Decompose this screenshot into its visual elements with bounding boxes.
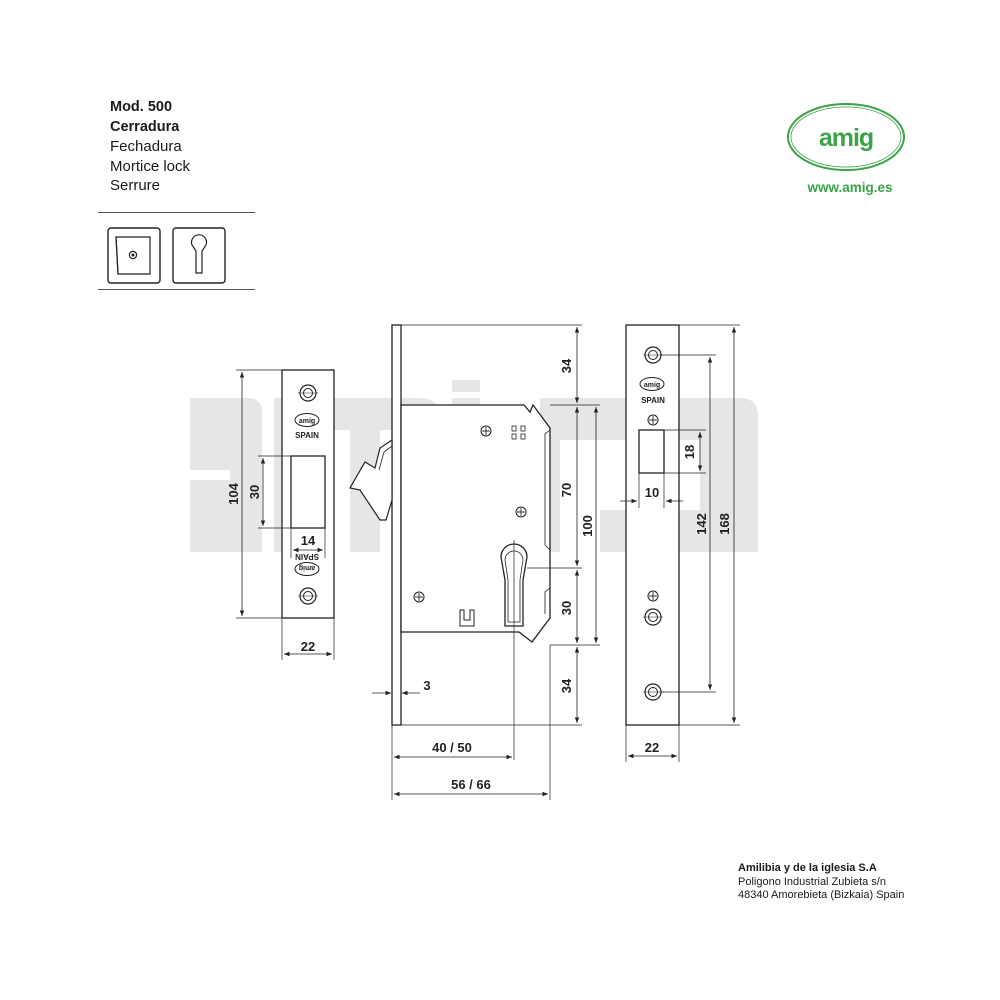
lock-screw-bottom bbox=[413, 591, 425, 603]
backset-dim: 40 / 50 bbox=[432, 740, 472, 755]
company-name: Amilibia y de la iglesia S.A bbox=[738, 862, 877, 874]
strike-screw-hole-bottom bbox=[298, 587, 318, 605]
faceplate-screw-small-top bbox=[647, 414, 659, 426]
strike-width-dim: 22 bbox=[301, 639, 315, 654]
square-key-cylinder-icon bbox=[107, 227, 161, 284]
strike-origin-top: SPAIN bbox=[295, 431, 319, 440]
svg-text:amig: amig bbox=[644, 382, 660, 389]
strike-screw-hole-top bbox=[298, 384, 318, 402]
svg-text:amig: amig bbox=[299, 564, 315, 571]
strike-origin-bottom: SPAIN bbox=[295, 552, 319, 561]
strike-opening-height-dim: 30 bbox=[247, 485, 262, 499]
lock-faceplate: amig SPAIN 18 bbox=[620, 324, 740, 762]
lock-case bbox=[400, 403, 551, 643]
body-depth-dim: 56 / 66 bbox=[451, 777, 491, 792]
brand-logo: amig bbox=[786, 102, 906, 172]
lock-bottom-offset-dim: 34 bbox=[559, 678, 574, 693]
product-header: Mod. 500 Cerradura Fechadura Mortice loc… bbox=[110, 98, 190, 196]
strike-brand-mark-top: amig bbox=[294, 413, 320, 427]
strike-brand-mark-bottom: amig bbox=[294, 562, 320, 576]
faceplate-height-dim: 168 bbox=[717, 513, 732, 535]
faceplate-thickness-dim: 3 bbox=[423, 678, 430, 693]
strike-opening-width-dim: 14 bbox=[301, 533, 316, 548]
cylinder-icons bbox=[107, 227, 226, 284]
lock-top-offset-dim: 34 bbox=[559, 358, 574, 373]
company-info: Amilibia y de la iglesia S.A Poligono In… bbox=[738, 862, 904, 903]
lock-screw-top bbox=[480, 425, 492, 437]
header-divider-top bbox=[98, 212, 255, 213]
lock-hook-to-cylinder-dim: 70 bbox=[559, 483, 574, 497]
logo-wordmark: amig bbox=[819, 124, 873, 152]
faceplate-brand-mark: amig bbox=[639, 377, 665, 391]
lock-body: 34 70 30 34 100 3 40 / 50 56 / 66 bbox=[349, 324, 600, 800]
product-name-pt: Fechadura bbox=[110, 138, 182, 155]
strike-plate: amig SPAIN SPAIN amig 104 30 14 22 bbox=[226, 369, 335, 660]
product-name-es: Cerradura bbox=[110, 118, 180, 135]
faceplate-origin: SPAIN bbox=[641, 396, 665, 405]
product-name-en: Mortice lock bbox=[110, 157, 191, 175]
company-address-line2: 48340 Amorebieta (Bizkaia) Spain bbox=[738, 889, 905, 901]
faceplate-screw-spacing-dim: 142 bbox=[694, 513, 709, 535]
svg-text:amig: amig bbox=[299, 418, 315, 425]
model-number: Mod. 500 bbox=[110, 99, 173, 115]
faceplate-opening-width-dim: 10 bbox=[645, 485, 659, 500]
faceplate-width-dim: 22 bbox=[645, 740, 659, 755]
lock-screw-middle bbox=[515, 506, 527, 518]
faceplate-opening bbox=[638, 429, 665, 474]
faceplate-screw-hole-middle bbox=[643, 608, 663, 626]
header-divider-bottom bbox=[98, 289, 255, 290]
product-name-fr: Serrure bbox=[110, 177, 161, 194]
faceplate-screw-small-bottom bbox=[647, 590, 659, 602]
euro-profile-cylinder-icon bbox=[172, 227, 226, 284]
lock-faceplate-side bbox=[391, 324, 402, 726]
faceplate-opening-height-dim: 18 bbox=[682, 445, 697, 459]
company-address-line1: Poligono Industrial Zubieta s/n bbox=[738, 875, 886, 888]
brand-url[interactable]: www.amig.es bbox=[807, 180, 893, 195]
strike-height-dim: 104 bbox=[226, 482, 241, 504]
strike-opening bbox=[290, 455, 326, 529]
lock-body-height-dim: 100 bbox=[580, 515, 595, 537]
lock-cylinder-offset-dim: 30 bbox=[559, 601, 574, 615]
